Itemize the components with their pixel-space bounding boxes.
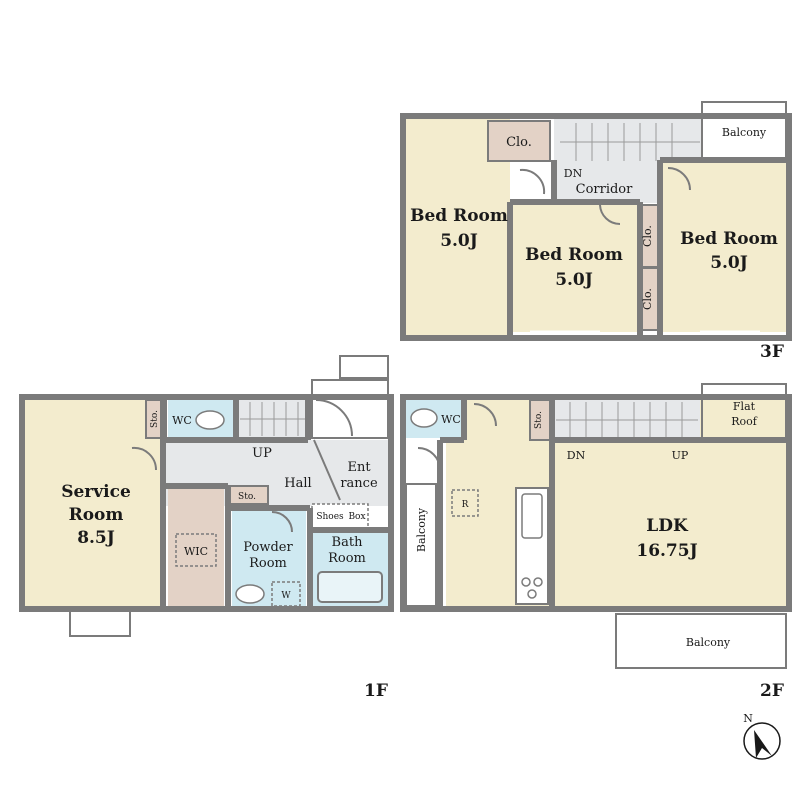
ldk-size: 16.75J xyxy=(636,541,697,561)
compass-north-label: N xyxy=(743,712,753,725)
stair-3f-treads xyxy=(560,123,700,161)
stair-3f-fill xyxy=(554,119,702,163)
balcony-2f-left-label: Balcony xyxy=(415,507,428,552)
floor-2f-label: 2F xyxy=(760,681,784,701)
hall-label: Hall xyxy=(284,476,311,491)
floor-1f xyxy=(19,355,394,637)
wc-2f-label: WC xyxy=(441,413,461,426)
stair-1f-up: UP xyxy=(252,446,272,461)
stove-burner-2 xyxy=(533,577,543,587)
closet-right-upper-label: Clo. xyxy=(641,225,654,247)
balcony-2f-bottom-label: Balcony xyxy=(686,636,731,649)
service-room-name-1: Service xyxy=(61,482,131,502)
stair-2f-treads xyxy=(556,402,698,438)
closet-right-lower-label: Clo. xyxy=(641,288,654,310)
shoes-box xyxy=(311,503,369,529)
entrance-label-2: rance xyxy=(340,476,378,491)
bath-room-label-1: Bath xyxy=(332,535,364,550)
corridor-fill xyxy=(554,163,658,203)
entrance-step xyxy=(311,379,389,439)
stair-3f-dn: DN xyxy=(564,167,583,180)
bedroom-right-name: Bed Room xyxy=(680,229,778,249)
sto-1f-mid-label: Sto. xyxy=(238,492,256,502)
closet-top-label: Clo. xyxy=(506,135,532,150)
bedroom-right-size: 5.0J xyxy=(710,253,748,273)
powder-room-label-2: Room xyxy=(249,556,287,571)
bathtub xyxy=(317,571,383,603)
balcony-2f-bottom xyxy=(615,613,787,669)
stove-burner-3 xyxy=(527,589,537,599)
service-room-size: 8.5J xyxy=(77,528,115,548)
floor-3f-label: 3F xyxy=(760,342,784,362)
entrance-label-1: Ent xyxy=(347,460,371,475)
bedroom-left-size: 5.0J xyxy=(440,231,478,251)
fridge-space xyxy=(451,489,479,517)
bedroom-mid-fill xyxy=(512,205,638,332)
box-label: Box xyxy=(348,512,365,522)
stair-2f-dn: DN xyxy=(567,449,586,462)
closet-top-fill xyxy=(487,120,551,162)
flat-roof-label-1: Flat xyxy=(733,400,756,413)
bedroom-mid-size: 5.0J xyxy=(555,270,593,290)
outdoor-step-1f xyxy=(69,609,131,637)
wc-1f-label: WC xyxy=(172,414,192,427)
wic-fill xyxy=(168,486,224,606)
floor-2f xyxy=(400,383,792,669)
bath-room-label-2: Room xyxy=(328,551,366,566)
kitchen-sink xyxy=(521,493,543,539)
sto-1f-left-label: Sto. xyxy=(150,410,160,428)
service-room-name-2: Room xyxy=(69,505,124,525)
balcony-3f-label: Balcony xyxy=(722,126,767,139)
toilet-2f xyxy=(410,408,438,428)
entrance-canopy xyxy=(339,355,389,379)
ldk-name: LDK xyxy=(646,516,689,536)
stair-1f-treads xyxy=(240,402,306,436)
wic-hanger xyxy=(175,533,217,567)
wic-label: WIC xyxy=(184,545,208,558)
sto-2f-label: Sto. xyxy=(534,411,544,429)
flat-roof-label-2: Roof xyxy=(731,415,758,428)
washer-mark: W xyxy=(281,591,291,601)
floor-3f xyxy=(400,101,792,341)
compass-icon: N xyxy=(743,712,781,760)
powder-room-label-1: Powder xyxy=(243,540,293,555)
corridor-label: Corridor xyxy=(576,182,634,197)
sink-1f xyxy=(235,584,265,604)
bedroom-left-name: Bed Room xyxy=(410,206,508,226)
stair-2f-up: UP xyxy=(672,449,689,462)
stove-burner-1 xyxy=(521,577,531,587)
shoes-label: Shoes xyxy=(316,512,344,522)
bedroom-mid-name: Bed Room xyxy=(525,245,623,265)
service-room-fill xyxy=(25,400,160,606)
toilet-1f xyxy=(195,410,225,430)
bedroom-right-fill xyxy=(662,163,786,332)
fridge-mark: R xyxy=(462,500,469,510)
floor-1f-label: 1F xyxy=(364,681,388,701)
